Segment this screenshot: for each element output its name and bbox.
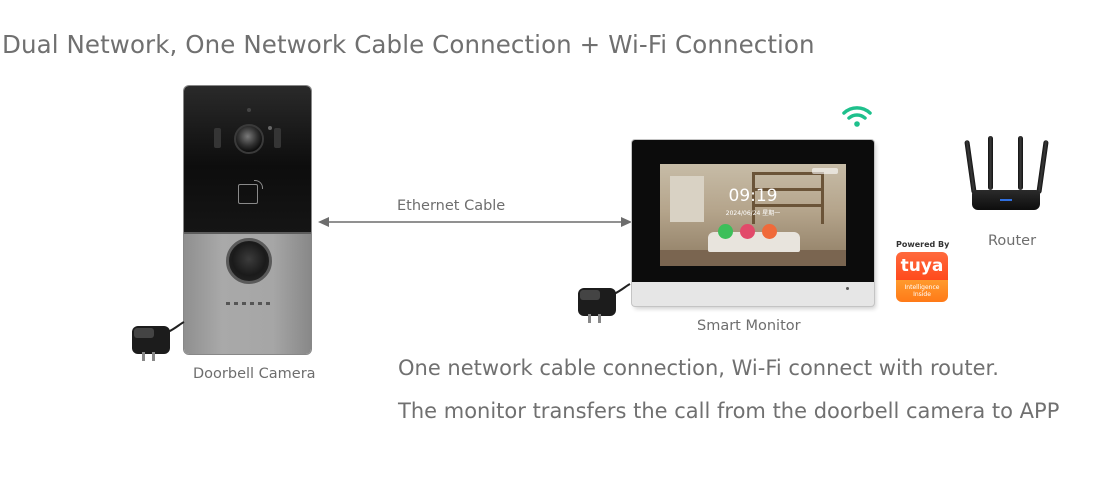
screen-clock: 09:19	[728, 186, 778, 206]
ethernet-cable-arrow	[318, 214, 632, 230]
tuya-logo: tuya	[896, 252, 948, 280]
speaker-hole	[242, 302, 246, 305]
speaker-hole	[250, 302, 254, 305]
screen-shelf	[752, 172, 824, 175]
wifi-icon	[842, 104, 872, 128]
doorbell-ir-led-right	[274, 128, 281, 148]
router-label: Router	[988, 233, 1037, 249]
speaker-hole	[258, 302, 262, 305]
card-reader-icon	[238, 184, 258, 204]
nfc-wave-icon	[254, 180, 263, 189]
phone-icon	[718, 224, 733, 239]
message-icon	[740, 224, 755, 239]
screen-floor	[660, 250, 846, 266]
monitor-screen: 09:19 2024/06/24 星期一	[660, 164, 846, 266]
doorbell-sensor-dot	[247, 108, 251, 112]
doorbell-front-panel	[184, 86, 311, 234]
powered-by-text: Powered By	[896, 240, 950, 249]
description-line-2: The monitor transfers the call from the …	[398, 399, 1060, 423]
router-device	[972, 190, 1040, 210]
status-bar	[812, 168, 838, 174]
screen-shelf	[752, 188, 824, 191]
ethernet-cable-label: Ethernet Cable	[397, 198, 506, 214]
speaker-hole	[234, 302, 238, 305]
screen-window	[670, 176, 704, 222]
router-antenna	[988, 136, 993, 190]
home-icon	[762, 224, 777, 239]
doorbell-ir-led-left	[214, 128, 221, 148]
router-antenna	[1018, 136, 1023, 190]
doorbell-camera-device	[184, 86, 311, 354]
monitor-power-adapter	[574, 280, 632, 326]
tuya-tagline: Intelligence Inside	[904, 284, 940, 298]
doorbell-camera-label: Doorbell Camera	[193, 366, 316, 382]
screen-shelf	[752, 204, 824, 207]
smart-monitor-label: Smart Monitor	[697, 318, 801, 334]
tuya-tagline-box: Intelligence Inside	[896, 280, 948, 302]
monitor-status-led	[846, 287, 849, 290]
tuya-badge: tuya Intelligence Inside	[896, 252, 948, 302]
smart-monitor-device: 09:19 2024/06/24 星期一	[632, 140, 874, 306]
speaker-hole	[226, 302, 230, 305]
speaker-hole	[266, 302, 270, 305]
screen-sofa	[708, 232, 800, 252]
doorbell-call-button	[226, 238, 272, 284]
screen-shelf	[821, 172, 824, 224]
router-antenna	[964, 139, 977, 195]
page-title: Dual Network, One Network Cable Connecti…	[2, 30, 815, 59]
doorbell-power-adapter	[128, 318, 186, 364]
doorbell-light-sensor	[268, 126, 272, 130]
doorbell-camera-lens	[234, 124, 264, 154]
router-antenna	[1036, 139, 1049, 195]
description-line-1: One network cable connection, Wi-Fi conn…	[398, 356, 999, 380]
screen-shelf	[752, 172, 755, 224]
router-led	[1000, 199, 1012, 201]
screen-date: 2024/06/24 星期一	[725, 210, 781, 217]
